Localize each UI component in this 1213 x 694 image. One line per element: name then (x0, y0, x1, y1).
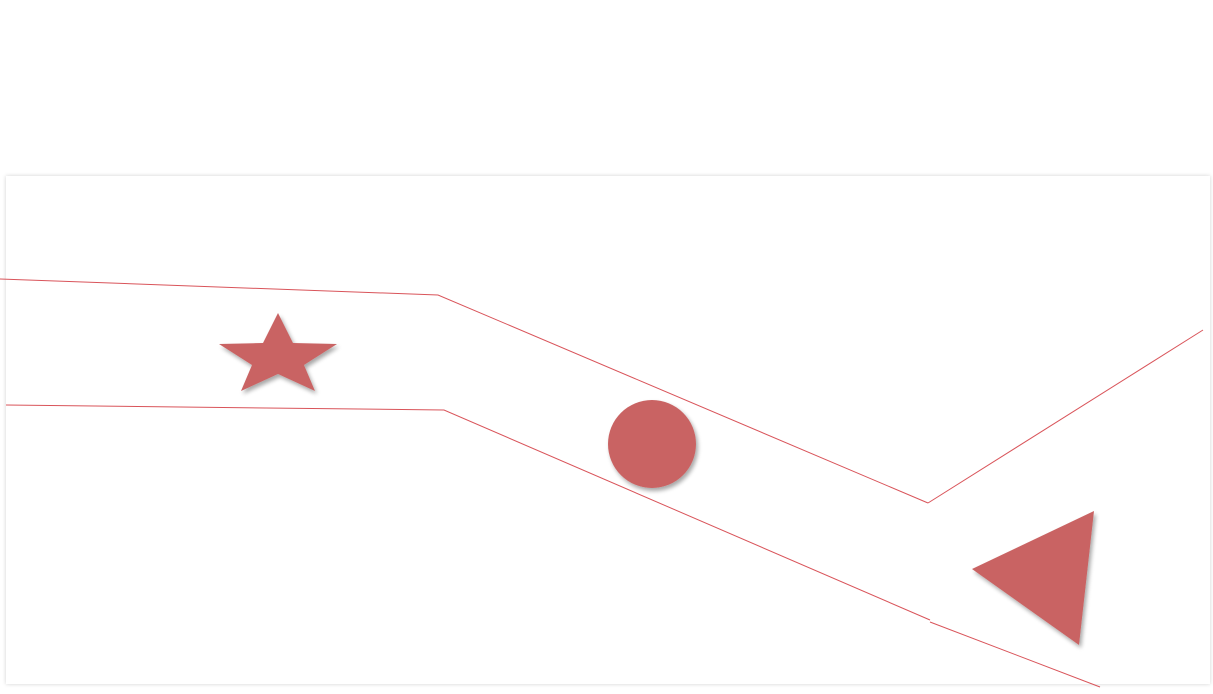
circle-shape (608, 400, 696, 488)
triangle-shape (972, 511, 1094, 645)
star-shape (219, 313, 337, 391)
lower-path-line (5, 404, 931, 621)
upper-right-branch-line (927, 329, 1204, 504)
slide-area (6, 176, 1210, 684)
upper-path-line (0, 278, 929, 504)
lower-right-branch-line (929, 621, 1101, 688)
